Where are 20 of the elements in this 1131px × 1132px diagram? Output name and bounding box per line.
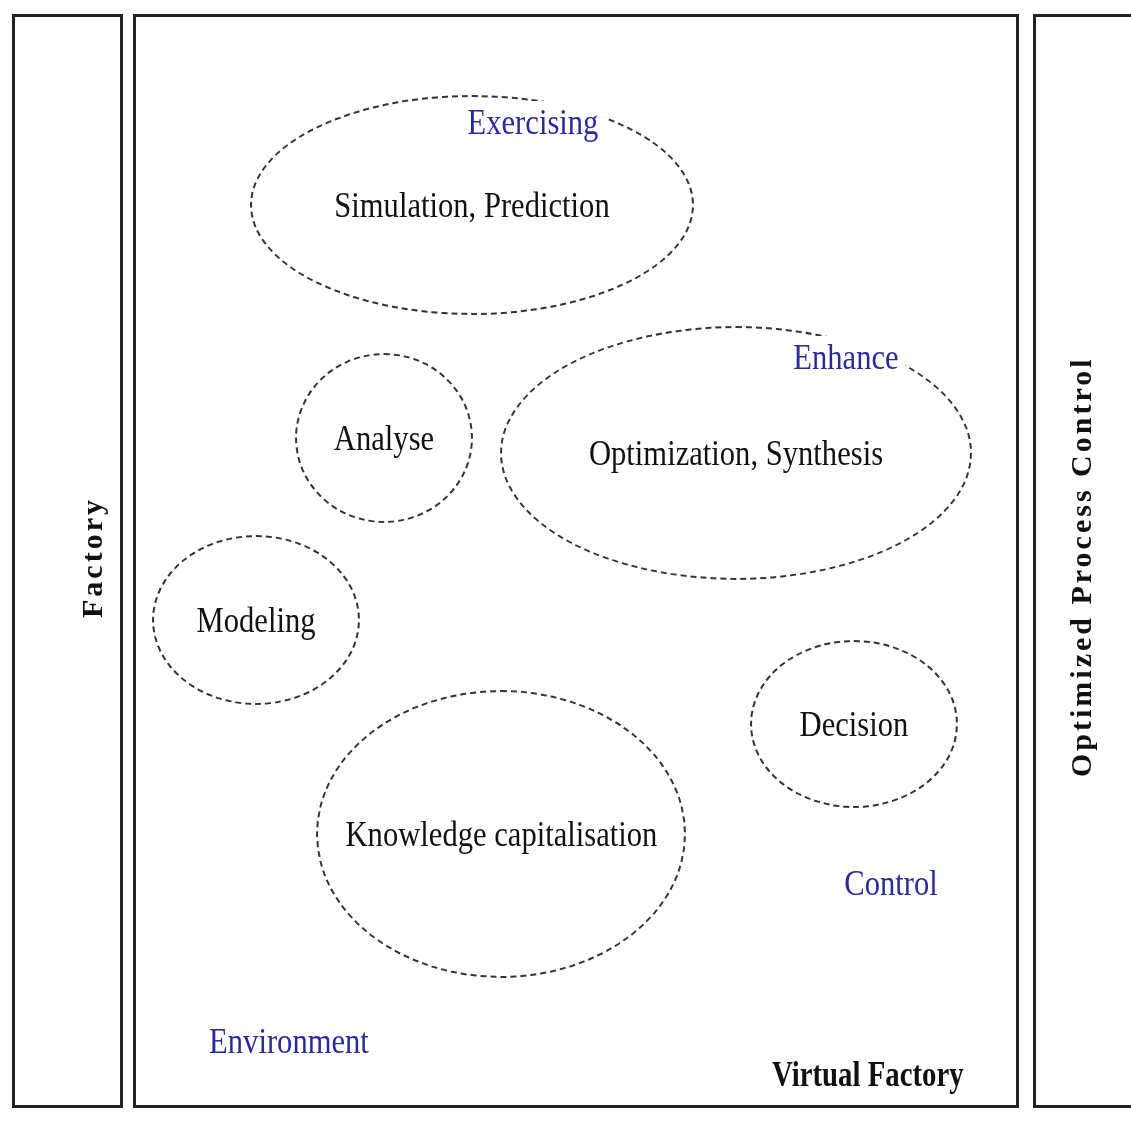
virtual-factory-panel <box>133 14 1019 1108</box>
ellipse-label: Optimization, Synthesis <box>588 432 884 474</box>
text-label: Environment <box>209 1020 369 1062</box>
panel-title: Factory <box>75 497 109 618</box>
process-ellipse <box>152 535 360 705</box>
panel-title: Virtual Factory <box>771 1053 964 1095</box>
ellipse-label: Modeling <box>196 599 316 641</box>
process-ellipse <box>316 690 686 978</box>
process-ellipse <box>500 326 972 580</box>
process-ellipse <box>295 353 473 523</box>
ellipse-label: Simulation, Prediction <box>334 184 610 226</box>
text-label: Control <box>844 862 938 904</box>
panel-title: Optimized Process Control <box>1064 355 1098 780</box>
process-ellipse <box>250 95 694 315</box>
process-ellipse <box>750 640 958 808</box>
ellipse-label: Knowledge capitalisation <box>345 813 657 855</box>
ellipse-label: Decision <box>799 703 909 745</box>
factory-panel <box>12 14 123 1108</box>
ellipse-label: Analyse <box>333 417 435 459</box>
process-control-panel <box>1033 14 1131 1108</box>
